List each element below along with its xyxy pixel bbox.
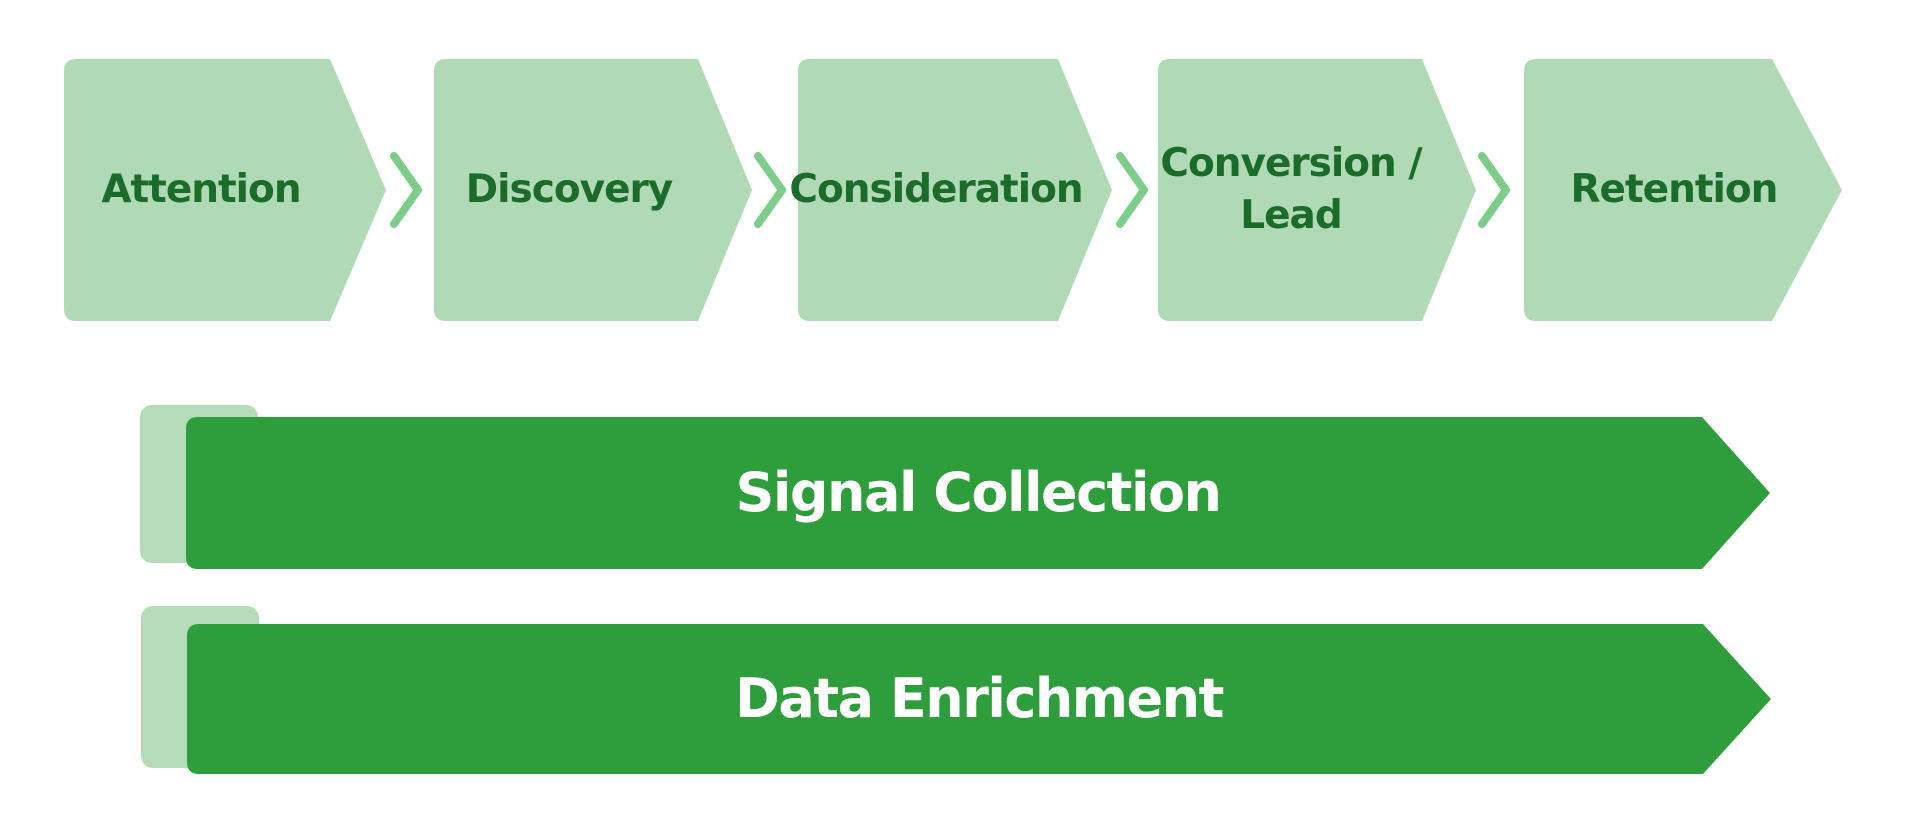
stage-shape xyxy=(64,59,386,321)
stage-shape xyxy=(434,59,752,321)
stage-label: Attention xyxy=(101,167,301,212)
stage-conversion-lead: Conversion / Lead xyxy=(1158,59,1478,321)
stage-consideration: Consideration xyxy=(789,59,1114,321)
stage-retention: Retention xyxy=(1524,59,1844,321)
stage-label: Discovery xyxy=(465,167,673,212)
chevron-right-icon xyxy=(1116,152,1148,228)
stage-attention: Attention xyxy=(64,59,388,321)
stage-label: Consideration xyxy=(789,167,1083,212)
chevron-right-icon xyxy=(1478,152,1510,228)
layer-label: Signal Collection xyxy=(735,461,1223,524)
layer-band-data-enrichment: Data Enrichment xyxy=(141,606,1777,788)
stage-shape xyxy=(798,59,1112,321)
band-shape xyxy=(140,405,1770,569)
stage-label: Conversion / Lead xyxy=(1160,141,1422,238)
stage-shape xyxy=(1158,59,1476,321)
layer-band-signal-collection: Signal Collection xyxy=(140,405,1776,581)
stage-label: Retention xyxy=(1570,167,1779,212)
stage-discovery: Discovery xyxy=(434,59,754,321)
stage-shape xyxy=(1524,59,1842,321)
chevron-right-icon xyxy=(754,152,786,228)
band-shape xyxy=(141,606,1771,774)
chevron-right-icon xyxy=(390,152,422,228)
layer-label: Data Enrichment xyxy=(735,667,1224,730)
